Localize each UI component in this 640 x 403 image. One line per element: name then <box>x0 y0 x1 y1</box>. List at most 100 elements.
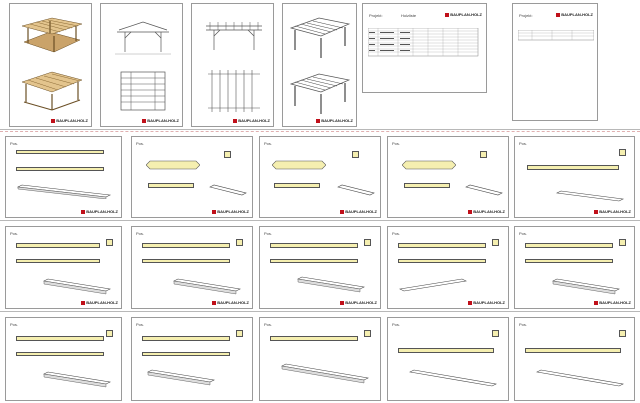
beam-section <box>480 151 487 158</box>
brand-logo: BAUPLAN-HOLZ <box>51 118 88 123</box>
beam-section <box>619 239 626 246</box>
beam-plan <box>404 183 450 188</box>
plan-drawing <box>208 70 260 112</box>
beam-3d <box>399 278 467 292</box>
beam-section <box>236 239 243 246</box>
brand-logo: BAUPLAN-HOLZ <box>233 118 270 123</box>
brand-logo: BAUPLAN-HOLZ <box>81 300 118 305</box>
beam-elevation <box>527 165 619 170</box>
page-break-line <box>0 131 640 132</box>
part-sheet[interactable]: Pos. BAUPLAN-HOLZ <box>5 136 122 218</box>
beam-plan <box>16 352 104 356</box>
row-separator <box>0 311 640 312</box>
beam-3d <box>337 184 375 196</box>
position-label: Pos. <box>392 141 401 146</box>
beam-plan <box>16 167 104 171</box>
beam-3d <box>555 190 625 202</box>
brand-logo: BAUPLAN-HOLZ <box>212 209 249 214</box>
beam-3d <box>43 278 111 295</box>
part-sheet[interactable]: Pos. <box>5 317 122 401</box>
beam-3d <box>536 369 624 387</box>
sheet-elevation-plan[interactable]: BAUPLAN-HOLZ <box>100 3 183 127</box>
position-label: Pos. <box>519 141 528 146</box>
row-separator <box>0 129 640 130</box>
plan-drawing <box>120 71 166 111</box>
part-sheet[interactable]: Pos. BAUPLAN-HOLZ <box>131 226 253 309</box>
beam-profile <box>402 160 456 170</box>
beam-elevation <box>270 243 358 248</box>
parts-list-subtitle: Holzliste <box>401 13 417 18</box>
brand-logo: BAUPLAN-HOLZ <box>468 209 505 214</box>
part-sheet[interactable]: Pos. BAUPLAN-HOLZ <box>5 226 122 309</box>
wireframe-render-bottom <box>289 73 351 114</box>
beam-section <box>352 151 359 158</box>
brand-logo: BAUPLAN-HOLZ <box>594 300 631 305</box>
beam-plan <box>148 183 194 188</box>
part-sheet[interactable]: Pos. BAUPLAN-HOLZ <box>387 226 509 309</box>
beam-elevation <box>16 336 104 341</box>
beam-3d <box>465 184 503 196</box>
beam-plan <box>142 352 230 356</box>
part-sheet[interactable]: Pos. <box>259 317 381 401</box>
beam-section <box>492 239 499 246</box>
brand-logo: BAUPLAN-HOLZ <box>316 118 353 123</box>
beam-elevation <box>398 348 494 353</box>
position-label: Pos. <box>264 322 273 327</box>
beam-plan <box>142 259 230 263</box>
beam-3d <box>209 184 247 196</box>
sheet-parts-list-small[interactable]: Projekt: BAUPLAN-HOLZ <box>512 3 598 121</box>
parts-list-title: Projekt: <box>369 13 383 18</box>
wireframe-render-top <box>289 17 351 58</box>
parts-table <box>368 28 479 57</box>
part-sheet[interactable]: Pos. BAUPLAN-HOLZ <box>387 136 509 218</box>
sheet-elevation-plan-2[interactable]: BAUPLAN-HOLZ <box>191 3 274 127</box>
position-label: Pos. <box>519 322 528 327</box>
brand-logo: BAUPLAN-HOLZ <box>468 300 505 305</box>
position-label: Pos. <box>10 322 19 327</box>
sheet-overview-3d[interactable]: BAUPLAN-HOLZ <box>9 3 92 127</box>
beam-section <box>224 151 231 158</box>
elevation-drawing <box>115 21 171 55</box>
part-sheet[interactable]: Pos. BAUPLAN-HOLZ <box>259 226 381 309</box>
pavilion-render-top <box>21 17 83 53</box>
part-sheet[interactable]: Pos. <box>131 317 253 401</box>
beam-3d <box>43 371 111 388</box>
brand-logo: BAUPLAN-HOLZ <box>340 209 377 214</box>
part-sheet[interactable]: Pos. BAUPLAN-HOLZ <box>259 136 381 218</box>
brand-logo: BAUPLAN-HOLZ <box>556 12 593 17</box>
part-sheet[interactable]: Pos. <box>387 317 509 401</box>
parts-list-small-title: Projekt: <box>519 13 533 18</box>
beam-elevation <box>16 150 104 154</box>
beam-3d <box>297 276 365 293</box>
sheet-wireframe-3d[interactable]: BAUPLAN-HOLZ <box>282 3 357 127</box>
beam-section <box>106 330 113 337</box>
part-sheet[interactable]: Pos. BAUPLAN-HOLZ <box>514 226 635 309</box>
position-label: Pos. <box>136 322 145 327</box>
beam-elevation <box>142 336 230 341</box>
beam-elevation <box>16 243 100 248</box>
beam-section <box>619 149 626 156</box>
part-sheet[interactable]: Pos. BAUPLAN-HOLZ <box>514 136 635 218</box>
beam-elevation <box>525 243 613 248</box>
parts-table-small <box>518 30 594 41</box>
beam-section <box>106 239 113 246</box>
beam-plan <box>270 259 358 263</box>
brand-logo: BAUPLAN-HOLZ <box>445 12 482 17</box>
sheet-parts-list[interactable]: Projekt: Holzliste BAUPLAN-HOLZ <box>362 3 487 93</box>
position-label: Pos. <box>392 231 401 236</box>
position-label: Pos. <box>136 231 145 236</box>
part-sheet[interactable]: Pos. <box>514 317 635 401</box>
beam-elevation <box>270 336 358 341</box>
beam-profile <box>272 160 326 170</box>
brand-logo: BAUPLAN-HOLZ <box>212 300 249 305</box>
beam-elevation <box>398 243 486 248</box>
beam-3d <box>552 278 620 295</box>
row-separator <box>0 220 640 221</box>
position-label: Pos. <box>10 231 19 236</box>
beam-plan <box>525 259 613 263</box>
part-sheet[interactable]: Pos. BAUPLAN-HOLZ <box>131 136 253 218</box>
beam-plan <box>398 259 486 263</box>
brand-logo: BAUPLAN-HOLZ <box>594 209 631 214</box>
elevation-drawing <box>206 22 262 50</box>
beam-section <box>364 330 371 337</box>
